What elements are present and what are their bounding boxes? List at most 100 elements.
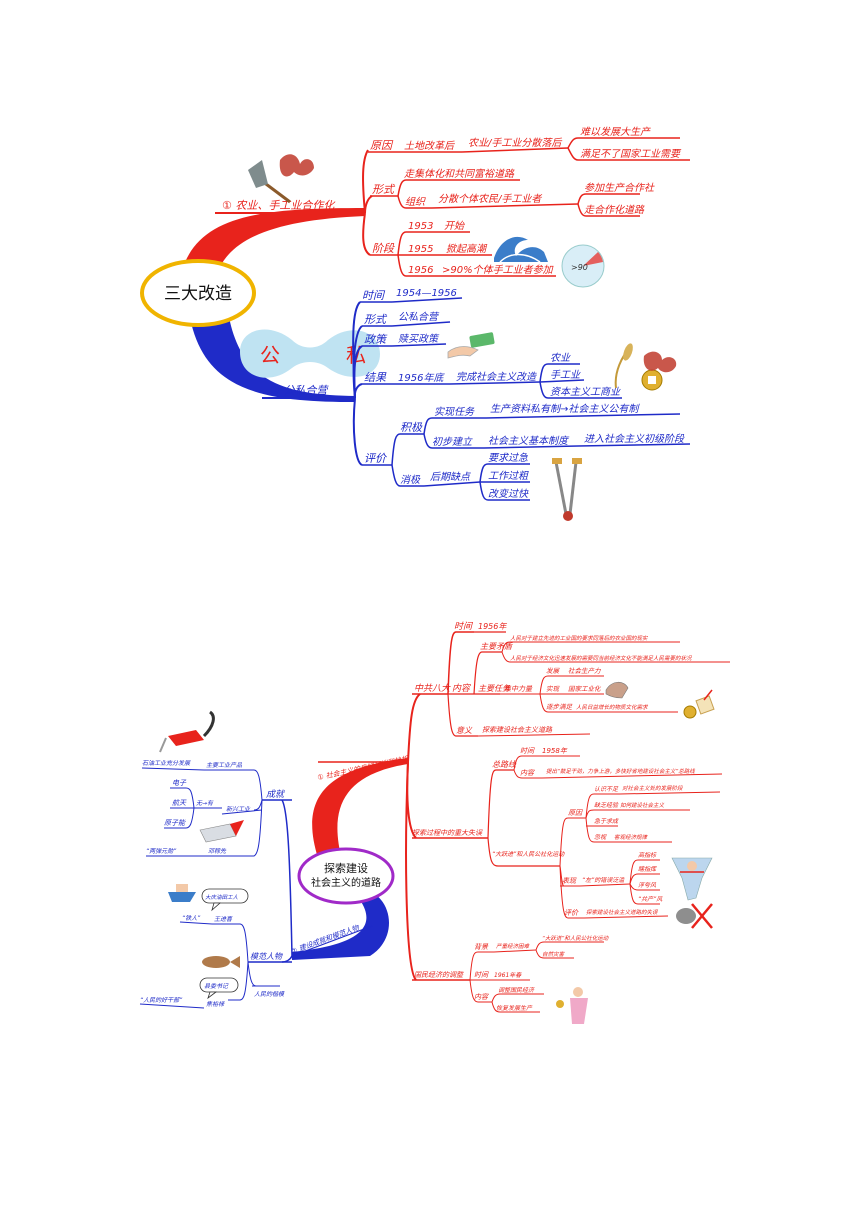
mofan-m1b: 王进喜	[214, 915, 233, 923]
rocket-icon	[199, 820, 244, 843]
zongluxian-time-value: 1958年	[542, 747, 568, 755]
yuanyin-a: 土地改革后	[404, 140, 455, 152]
zongluxian-label: 总路线	[492, 760, 517, 769]
map1-center-node	[140, 259, 256, 327]
jieguo-c1: 农业	[550, 352, 571, 364]
jiji-j1v: 生产资料私有制→社会主义公有制	[490, 403, 640, 415]
wheat-coin-icon	[614, 343, 677, 391]
tiaozheng-bg-1: 严重经济困难	[496, 943, 531, 950]
jieguo-b: 完成社会主义改造	[456, 371, 537, 383]
tiaozheng-content-1: 调整国民经济	[498, 986, 535, 994]
chengjiu-s2a: 电子	[172, 779, 187, 787]
yuanyin-y3: 急于求成	[594, 817, 619, 825]
zhengce-label: 政策	[364, 333, 388, 346]
xingshi2-label: 形式	[364, 313, 388, 326]
chengjiu-s3b: 邓稼先	[208, 847, 227, 855]
chengjiu-label: 成就	[266, 789, 285, 800]
jieguo-a: 1956年底	[398, 372, 445, 384]
ship-icon	[168, 884, 196, 902]
chengjiu-s2: 新兴工业	[226, 805, 251, 813]
mofan-m2: “人民的好干部”	[140, 996, 183, 1004]
yuanyin-y4b: 客观经济规律	[614, 834, 649, 841]
chengjiu-s1b: 主要工业产品	[206, 761, 243, 769]
mofan-m2c: 县委书记	[204, 982, 229, 990]
gong-si-blob	[240, 329, 380, 378]
fish-icon	[202, 956, 240, 968]
jiji-j2v: 社会主义基本制度	[488, 435, 570, 447]
chengjiu-s1: 石油工业充分发展	[142, 759, 191, 767]
yuanyin-c1: 难以发展大生产	[580, 126, 651, 138]
tiaozheng-bg-3: 自然灾害	[542, 951, 566, 958]
oil-nozzle-icon	[159, 710, 215, 753]
yuanyin-c2: 满足不了国家工业需要	[580, 148, 682, 160]
renwu-c: 社会生产力	[568, 667, 601, 675]
y1953: 1953	[408, 221, 433, 232]
yiyi-label: 意义	[456, 726, 473, 735]
chengjiu-s2c: 原子能	[164, 819, 186, 827]
yuanyin-y2a: 缺乏经验	[594, 801, 619, 809]
map1-center-label: 三大改造	[164, 284, 232, 304]
t1953: 开始	[444, 220, 465, 232]
yiyi-value: 探索建设社会主义道路	[482, 726, 553, 734]
gong-label: 公	[260, 343, 280, 367]
mofan-m1: “铁人”	[182, 914, 201, 922]
map2-center-line1: 探索建设	[324, 861, 368, 875]
jiji-j1: 实现任务	[434, 406, 475, 418]
yuanyin-y1a: 认识不足	[594, 785, 619, 793]
zhengce-value: 赎买政策	[398, 333, 440, 345]
yuanyin-label: 原因	[370, 139, 394, 152]
map2-blue-trunk	[292, 892, 389, 960]
hand-icon	[605, 681, 629, 699]
maodun-2: 人民对于经济文化迅速发展的需要同当前经济文化不能满足人民需要的状况	[510, 655, 693, 662]
tiaozheng-content-label: 内容	[474, 993, 489, 1001]
biaoxian-1: 高指标	[638, 851, 657, 859]
jieguo-c2: 手工业	[550, 369, 581, 381]
bada-content-label: 内容	[452, 683, 471, 694]
map2-center-node	[297, 847, 395, 905]
map1: 三大改造 ① 农业、手工业合作化 原因 土地改革后 农业/手工业分散落后 难以发…	[140, 126, 691, 521]
map1-branch1-label: ① 农业、手工业合作化	[222, 199, 336, 212]
pie-chart-icon: >90	[561, 244, 605, 288]
wave-icon	[494, 236, 548, 263]
jieguo-c3: 资本主义工商业	[550, 386, 621, 398]
zuzhi-label: 组织	[405, 196, 426, 208]
dyj-label: “大跃进”和人民公社化运动	[492, 850, 565, 858]
renwu-b: 发展	[546, 667, 561, 675]
map1-blue-trunk	[190, 312, 355, 402]
xingshi1-a: 走集体化和共同富裕道路	[404, 168, 515, 180]
tiaozheng-label: 国民经济的调整	[414, 971, 464, 979]
cuozhe-pingjia-value: 探索建设社会主义道路的失误	[586, 909, 659, 916]
renwu-a: 集中力量	[504, 685, 533, 693]
shijian2-value: 1954—1956	[396, 288, 457, 299]
xingshi1-label: 形式	[372, 183, 396, 196]
zongluxian-time-label: 时间	[520, 747, 535, 755]
biaoxian-2: 瞎指挥	[638, 865, 657, 873]
speech-bubble-icon-2	[199, 977, 239, 1000]
cuozhe-yuanyin-label: 原因	[568, 809, 583, 817]
xiaoji-label: 消极	[400, 474, 421, 486]
mofan-m1c: 大庆油田工人	[205, 894, 239, 901]
pie-chart-text: >90	[571, 263, 588, 272]
xiaoji-x2a: 要求过急	[488, 452, 528, 464]
failure-cross-icon	[676, 903, 713, 929]
y1955: 1955	[408, 244, 433, 255]
map2-center-line2: 社会主义的道路	[311, 876, 381, 889]
map2-red-trunk	[312, 758, 408, 860]
map2: 探索建设 社会主义的道路 ① 社会主义的良好开端和挫折 中共八大 时间 1956…	[139, 621, 730, 1024]
jieguo-label: 结果	[364, 371, 387, 384]
jiji-j3: 进入社会主义初级阶段	[584, 433, 685, 445]
bada-label: 中共八大	[414, 683, 451, 694]
chengjiu-s2b: 航天	[172, 799, 187, 807]
xingshi1-c1: 参加生产合作社	[584, 182, 655, 194]
xiaoji-x2c: 改变过快	[488, 488, 529, 500]
map1-red-trunk	[182, 208, 365, 280]
t1955: 掀起高潮	[446, 243, 488, 255]
xingshi2-value: 公私合营	[398, 311, 440, 323]
map1-branch2-label: ② 公私合营	[270, 384, 329, 397]
jiji-label: 积极	[400, 421, 423, 434]
mofan-label: 模范人物	[250, 952, 283, 961]
cuozhe-label: 探索过程中的重大失误	[412, 829, 483, 837]
tiaozheng-time-value: 1961年春	[494, 971, 522, 979]
tiaozheng-bg-2: “大跃进”和人民公社化运动	[542, 935, 610, 942]
tiaozheng-bg-label: 背景	[474, 943, 489, 951]
